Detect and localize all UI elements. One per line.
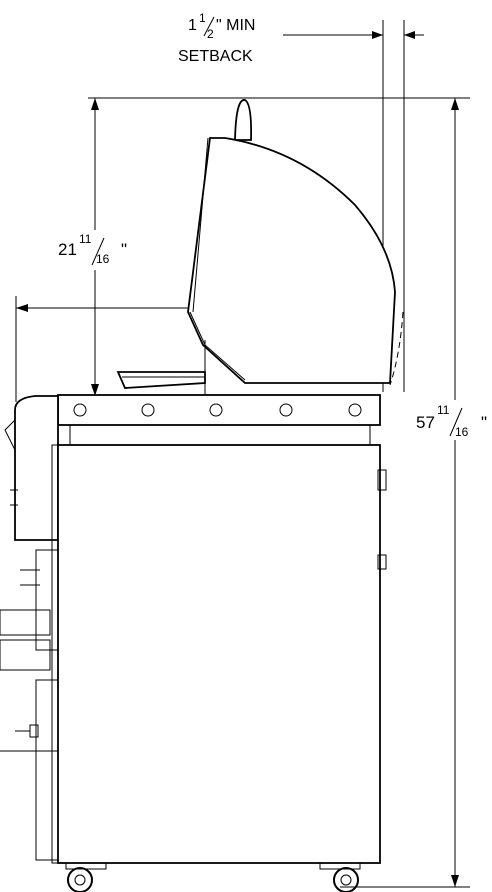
grill-lid xyxy=(187,99,404,386)
total-height-dimension: 57 11 16 " xyxy=(340,98,487,888)
lid-height-dimension: 21 11 16 " xyxy=(58,97,470,396)
caster-wheels xyxy=(65,862,361,892)
lid-height-unit: " xyxy=(121,240,127,259)
lid-height-numerator: 11 xyxy=(79,232,92,246)
control-panel xyxy=(4,395,59,541)
setback-dimension: 1 1 2 " MIN SETBACK xyxy=(178,11,424,392)
setback-denominator: 2 xyxy=(207,27,214,41)
setback-unit: " MIN xyxy=(216,17,255,34)
lid-height-denominator: 16 xyxy=(96,252,110,266)
side-shelf xyxy=(116,340,206,395)
side-burner-bracket xyxy=(0,549,59,861)
total-height-denominator: 16 xyxy=(455,425,469,439)
cart-cabinet xyxy=(51,444,387,864)
total-height-whole: 57 xyxy=(416,413,435,432)
cook-box xyxy=(57,394,381,446)
total-height-numerator: 11 xyxy=(437,403,450,417)
lid-height-whole: 21 xyxy=(58,240,77,259)
total-height-unit: " xyxy=(481,413,487,432)
setback-numerator: 1 xyxy=(199,11,206,25)
setback-whole: 1 xyxy=(188,17,197,34)
setback-label: SETBACK xyxy=(178,48,253,65)
